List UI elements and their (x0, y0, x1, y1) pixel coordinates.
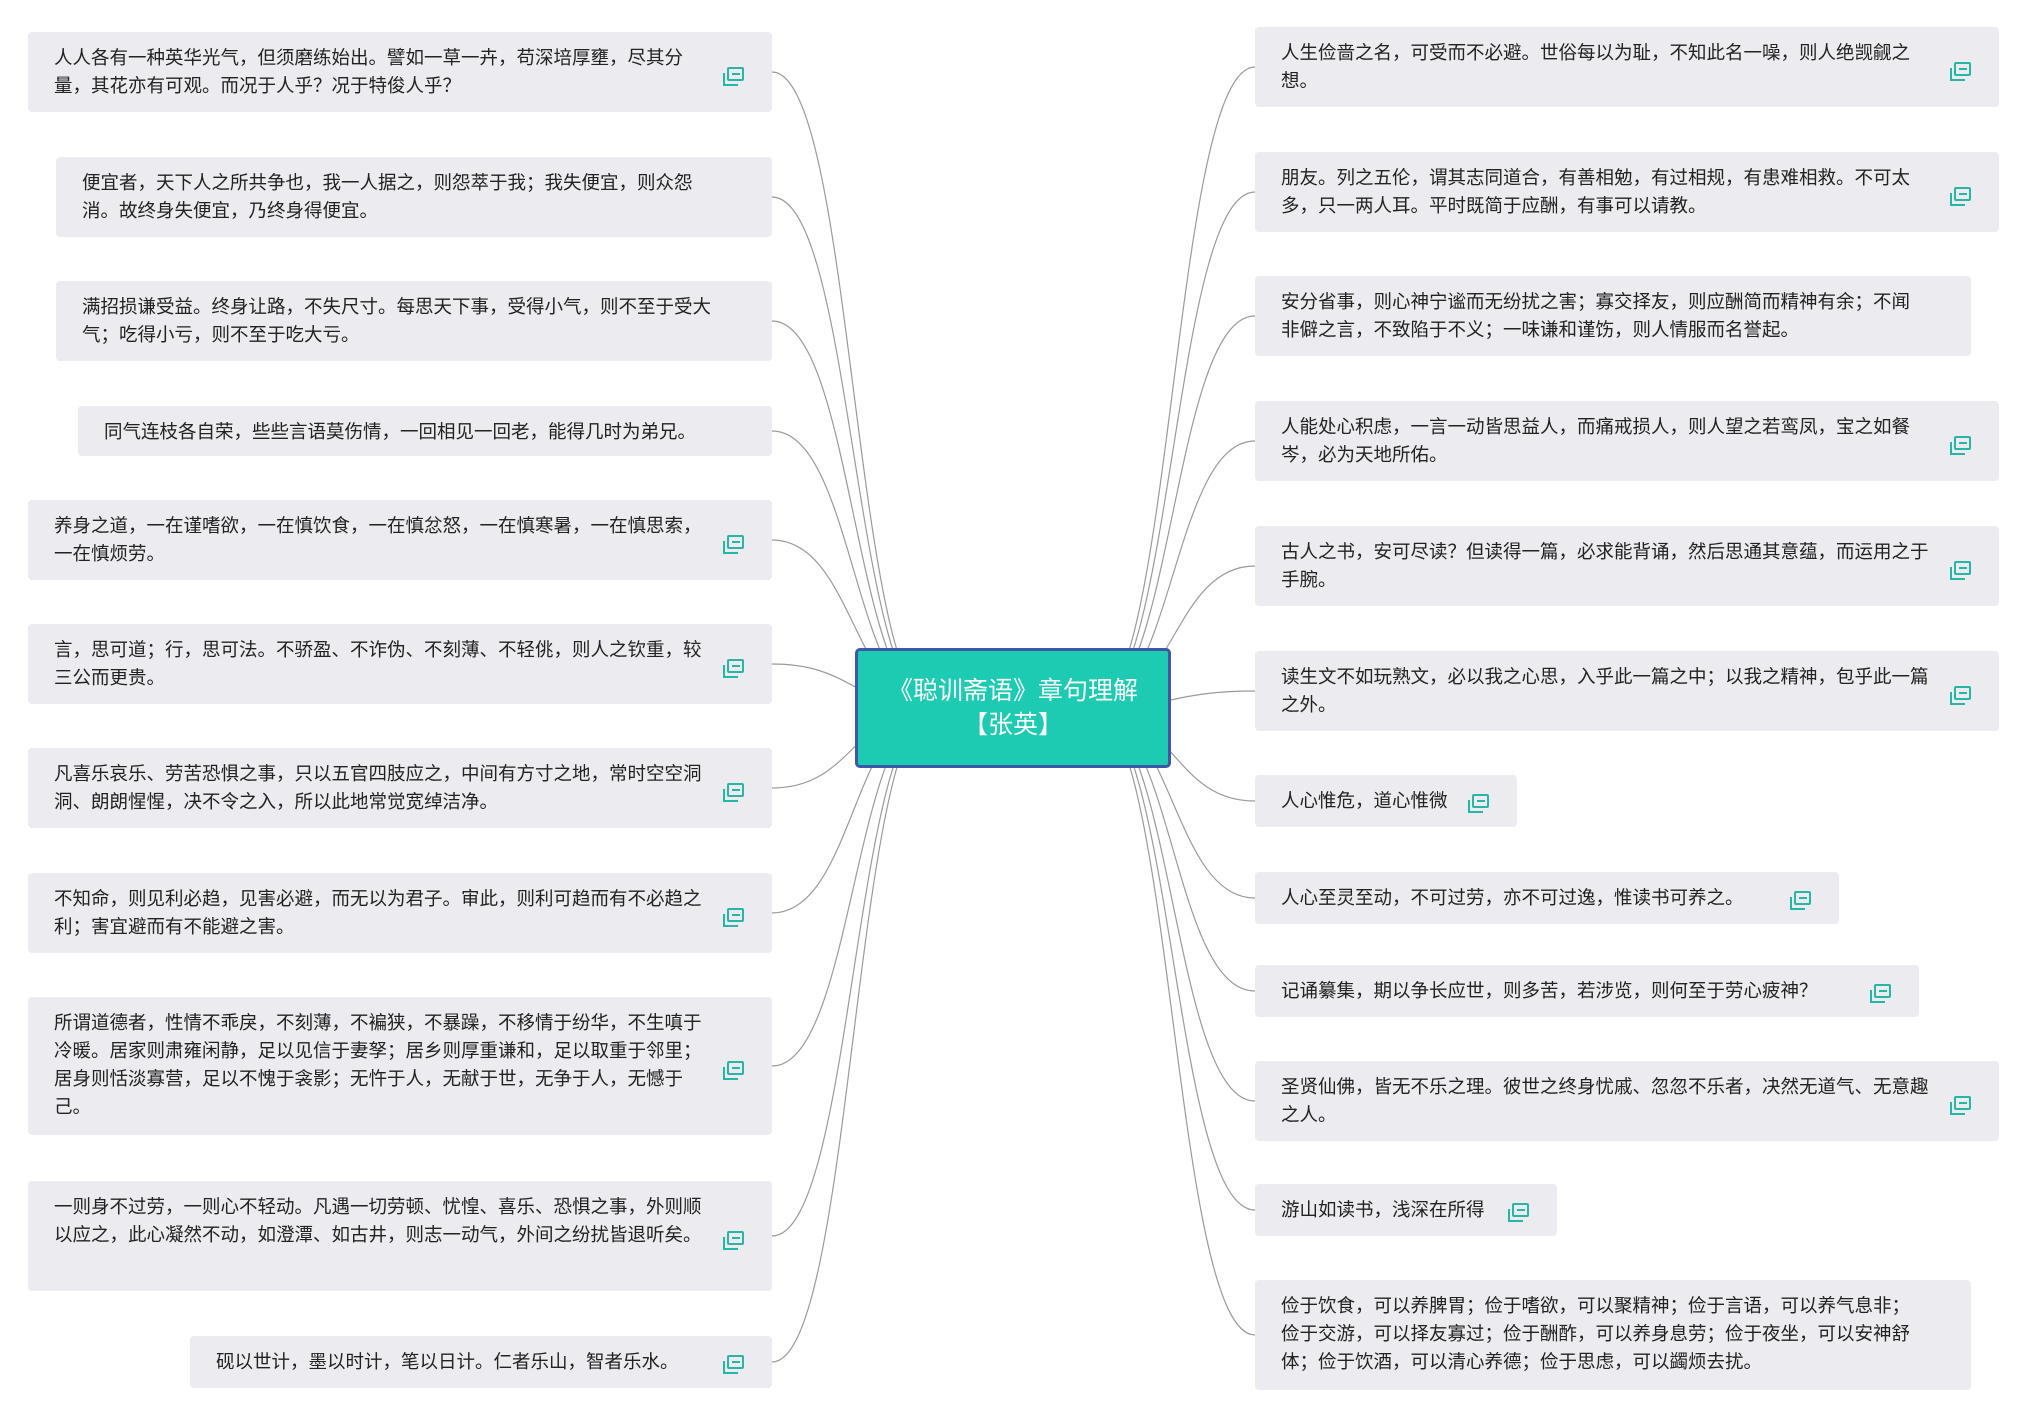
note-icon[interactable] (723, 908, 744, 927)
topic-right-9[interactable]: 记诵纂集，期以争长应世，则多苦，若涉览，则何至于劳心疲神？ (1255, 965, 1919, 1017)
topic-text: 所谓道德者，性情不乖戾，不刻薄，不褊狭，不暴躁，不移情于纷华，不生嗔于冷暖。居家… (54, 1013, 702, 1118)
topic-text: 满招损谦受益。终身让路，不失尺寸。每思天下事，受得小气，则不至于受大气；吃得小亏… (82, 297, 712, 346)
connector-left-1 (771, 71, 936, 709)
topic-left-5[interactable]: 养身之道，一在谨嗜欲，一在慎饮食，一在慎忿怒，一在慎寒暑，一在慎思索，一在慎烦劳… (28, 500, 772, 580)
topic-right-8[interactable]: 人心至灵至动，不可过劳，亦不可过逸，惟读书可养之。 (1255, 872, 1839, 924)
topic-left-9[interactable]: 所谓道德者，性情不乖戾，不刻薄，不褊狭，不暴躁，不移情于纷华，不生嗔于冷暖。居家… (28, 997, 772, 1135)
topic-text: 人心惟危，道心惟微 (1281, 791, 1448, 812)
topic-left-2[interactable]: 便宜者，天下人之所共争也，我一人据之，则怨萃于我；我失便宜，则众怨消。故终身失便… (56, 157, 772, 237)
topic-text: 人生俭啬之名，可受而不必避。世俗每以为耻，不知此名一噪，则人绝觊觎之想。 (1281, 43, 1911, 92)
topic-right-1[interactable]: 人生俭啬之名，可受而不必避。世俗每以为耻，不知此名一噪，则人绝觊觎之想。 (1255, 27, 1999, 107)
note-icon[interactable] (1950, 62, 1971, 81)
note-icon[interactable] (1950, 436, 1971, 455)
topic-text: 朋友。列之五伦，谓其志同道合，有善相勉，有过相规，有患难相救。不可太多，只一两人… (1281, 168, 1911, 217)
note-icon[interactable] (1468, 794, 1489, 813)
topic-text: 砚以世计，墨以时计，笔以日计。仁者乐山，智者乐水。 (216, 1352, 679, 1373)
central-title-line1: 《聪训斋语》章句理解 (887, 676, 1138, 705)
topic-left-8[interactable]: 不知命，则见利必趋，见害必避，而无以为君子。审此，则利可趋而有不必趋之利；害宜避… (28, 873, 772, 953)
note-icon[interactable] (1870, 984, 1891, 1003)
topic-text: 同气连枝各自荣，些些言语莫伤情，一回相见一回老，能得几时为弟兄。 (104, 422, 697, 443)
topic-text: 一则身不过劳，一则心不轻动。凡遇一切劳顿、忧惶、喜乐、恐惧之事，外则顺以应之，此… (54, 1197, 702, 1246)
topic-right-12[interactable]: 俭于饮食，可以养脾胃；俭于嗜欲，可以聚精神；俭于言语，可以养气息非；俭于交游，可… (1255, 1280, 1971, 1390)
topic-left-1[interactable]: 人人各有一种英华光气，但须磨练始出。譬如一草一卉，苟深培厚壅，尽其分量，其花亦有… (28, 32, 772, 112)
topic-text: 安分省事，则心神宁谧而无纷扰之害；寡交择友，则应酬简而精神有余；不闻非僻之言，不… (1281, 292, 1911, 341)
central-title-line2: 【张英】 (962, 710, 1063, 739)
topic-text: 凡喜乐哀乐、劳苦恐惧之事，只以五官四肢应之，中间有方寸之地，常时空空洞洞、朗朗惺… (54, 764, 702, 813)
topic-right-6[interactable]: 读生文不如玩熟文，必以我之心思，入乎此一篇之中；以我之精神，包乎此一篇之外。 (1255, 651, 1999, 731)
topic-text: 言，思可道；行，思可法。不骄盈、不诈伪、不刻薄、不轻佻，则人之钦重，较三公而更贵… (54, 640, 702, 689)
note-icon[interactable] (723, 1355, 744, 1374)
connector-right-1 (1090, 66, 1256, 709)
connector-left-10 (771, 707, 936, 1237)
topic-text: 俭于饮食，可以养脾胃；俭于嗜欲，可以聚精神；俭于言语，可以养气息非；俭于交游，可… (1281, 1296, 1911, 1373)
connector-left-11 (771, 707, 936, 1363)
topic-left-4[interactable]: 同气连枝各自荣，些些言语莫伤情，一回相见一回老，能得几时为弟兄。 (78, 406, 772, 456)
topic-text: 人能处心积虑，一言一动皆思益人，而痛戒损人，则人望之若鸾凤，宝之如餐岑，必为天地… (1281, 417, 1911, 466)
note-icon[interactable] (1950, 686, 1971, 705)
topic-text: 不知命，则见利必趋，见害必避，而无以为君子。审此，则利可趋而有不必趋之利；害宜避… (54, 889, 702, 938)
topic-text: 记诵纂集，期以争长应世，则多苦，若涉览，则何至于劳心疲神？ (1281, 981, 1818, 1002)
note-icon[interactable] (1950, 561, 1971, 580)
topic-text: 游山如读书，浅深在所得 (1281, 1200, 1485, 1221)
note-icon[interactable] (1790, 891, 1811, 910)
topic-text: 养身之道，一在谨嗜欲，一在慎饮食，一在慎忿怒，一在慎寒暑，一在慎思索，一在慎烦劳… (54, 516, 702, 565)
topic-left-7[interactable]: 凡喜乐哀乐、劳苦恐惧之事，只以五官四肢应之，中间有方寸之地，常时空空洞洞、朗朗惺… (28, 748, 772, 828)
note-icon[interactable] (1950, 1096, 1971, 1115)
topic-right-5[interactable]: 古人之书，安可尽读？但读得一篇，必求能背诵，然后思通其意蕴，而运用之于手腕。 (1255, 526, 1999, 606)
topic-left-6[interactable]: 言，思可道；行，思可法。不骄盈、不诈伪、不刻薄、不轻佻，则人之钦重，较三公而更贵… (28, 624, 772, 704)
topic-right-11[interactable]: 游山如读书，浅深在所得 (1255, 1184, 1557, 1236)
topic-left-10[interactable]: 一则身不过劳，一则心不轻动。凡遇一切劳顿、忧惶、喜乐、恐惧之事，外则顺以应之，此… (28, 1181, 772, 1291)
topic-left-11[interactable]: 砚以世计，墨以时计，笔以日计。仁者乐山，智者乐水。 (190, 1336, 772, 1388)
topic-text: 古人之书，安可尽读？但读得一篇，必求能背诵，然后思通其意蕴，而运用之于手腕。 (1281, 542, 1929, 591)
topic-right-4[interactable]: 人能处心积虑，一言一动皆思益人，而痛戒损人，则人望之若鸾凤，宝之如餐岑，必为天地… (1255, 401, 1999, 481)
note-icon[interactable] (1508, 1203, 1529, 1222)
topic-text: 便宜者，天下人之所共争也，我一人据之，则怨萃于我；我失便宜，则众怨消。故终身失便… (82, 173, 693, 222)
note-icon[interactable] (723, 535, 744, 554)
topic-text: 人人各有一种英华光气，但须磨练始出。譬如一草一卉，苟深培厚壅，尽其分量，其花亦有… (54, 48, 684, 97)
note-icon[interactable] (723, 67, 744, 86)
note-icon[interactable] (723, 659, 744, 678)
connector-left-2 (771, 196, 936, 709)
connector-right-11 (1090, 707, 1256, 1211)
topic-left-3[interactable]: 满招损谦受益。终身让路，不失尺寸。每思天下事，受得小气，则不至于受大气；吃得小亏… (56, 281, 772, 361)
topic-text: 人心至灵至动，不可过劳，亦不可过逸，惟读书可养之。 (1281, 888, 1744, 909)
note-icon[interactable] (723, 783, 744, 802)
topic-right-7[interactable]: 人心惟危，道心惟微 (1255, 775, 1517, 827)
topic-text: 圣贤仙佛，皆无不乐之理。彼世之终身忧戚、忽忽不乐者，决然无道气、无意趣之人。 (1281, 1077, 1929, 1126)
topic-right-2[interactable]: 朋友。列之五伦，谓其志同道合，有善相勉，有过相规，有患难相救。不可太多，只一两人… (1255, 152, 1999, 232)
topic-right-3[interactable]: 安分省事，则心神宁谧而无纷扰之害；寡交择友，则应酬简而精神有余；不闻非僻之言，不… (1255, 276, 1971, 356)
topic-right-10[interactable]: 圣贤仙佛，皆无不乐之理。彼世之终身忧戚、忽忽不乐者，决然无道气、无意趣之人。 (1255, 1061, 1999, 1141)
topic-text: 读生文不如玩熟文，必以我之心思，入乎此一篇之中；以我之精神，包乎此一篇之外。 (1281, 667, 1929, 716)
note-icon[interactable] (1950, 187, 1971, 206)
note-icon[interactable] (723, 1231, 744, 1250)
note-icon[interactable] (723, 1061, 744, 1080)
central-topic[interactable]: 《聪训斋语》章句理解 【张英】 (855, 648, 1171, 768)
